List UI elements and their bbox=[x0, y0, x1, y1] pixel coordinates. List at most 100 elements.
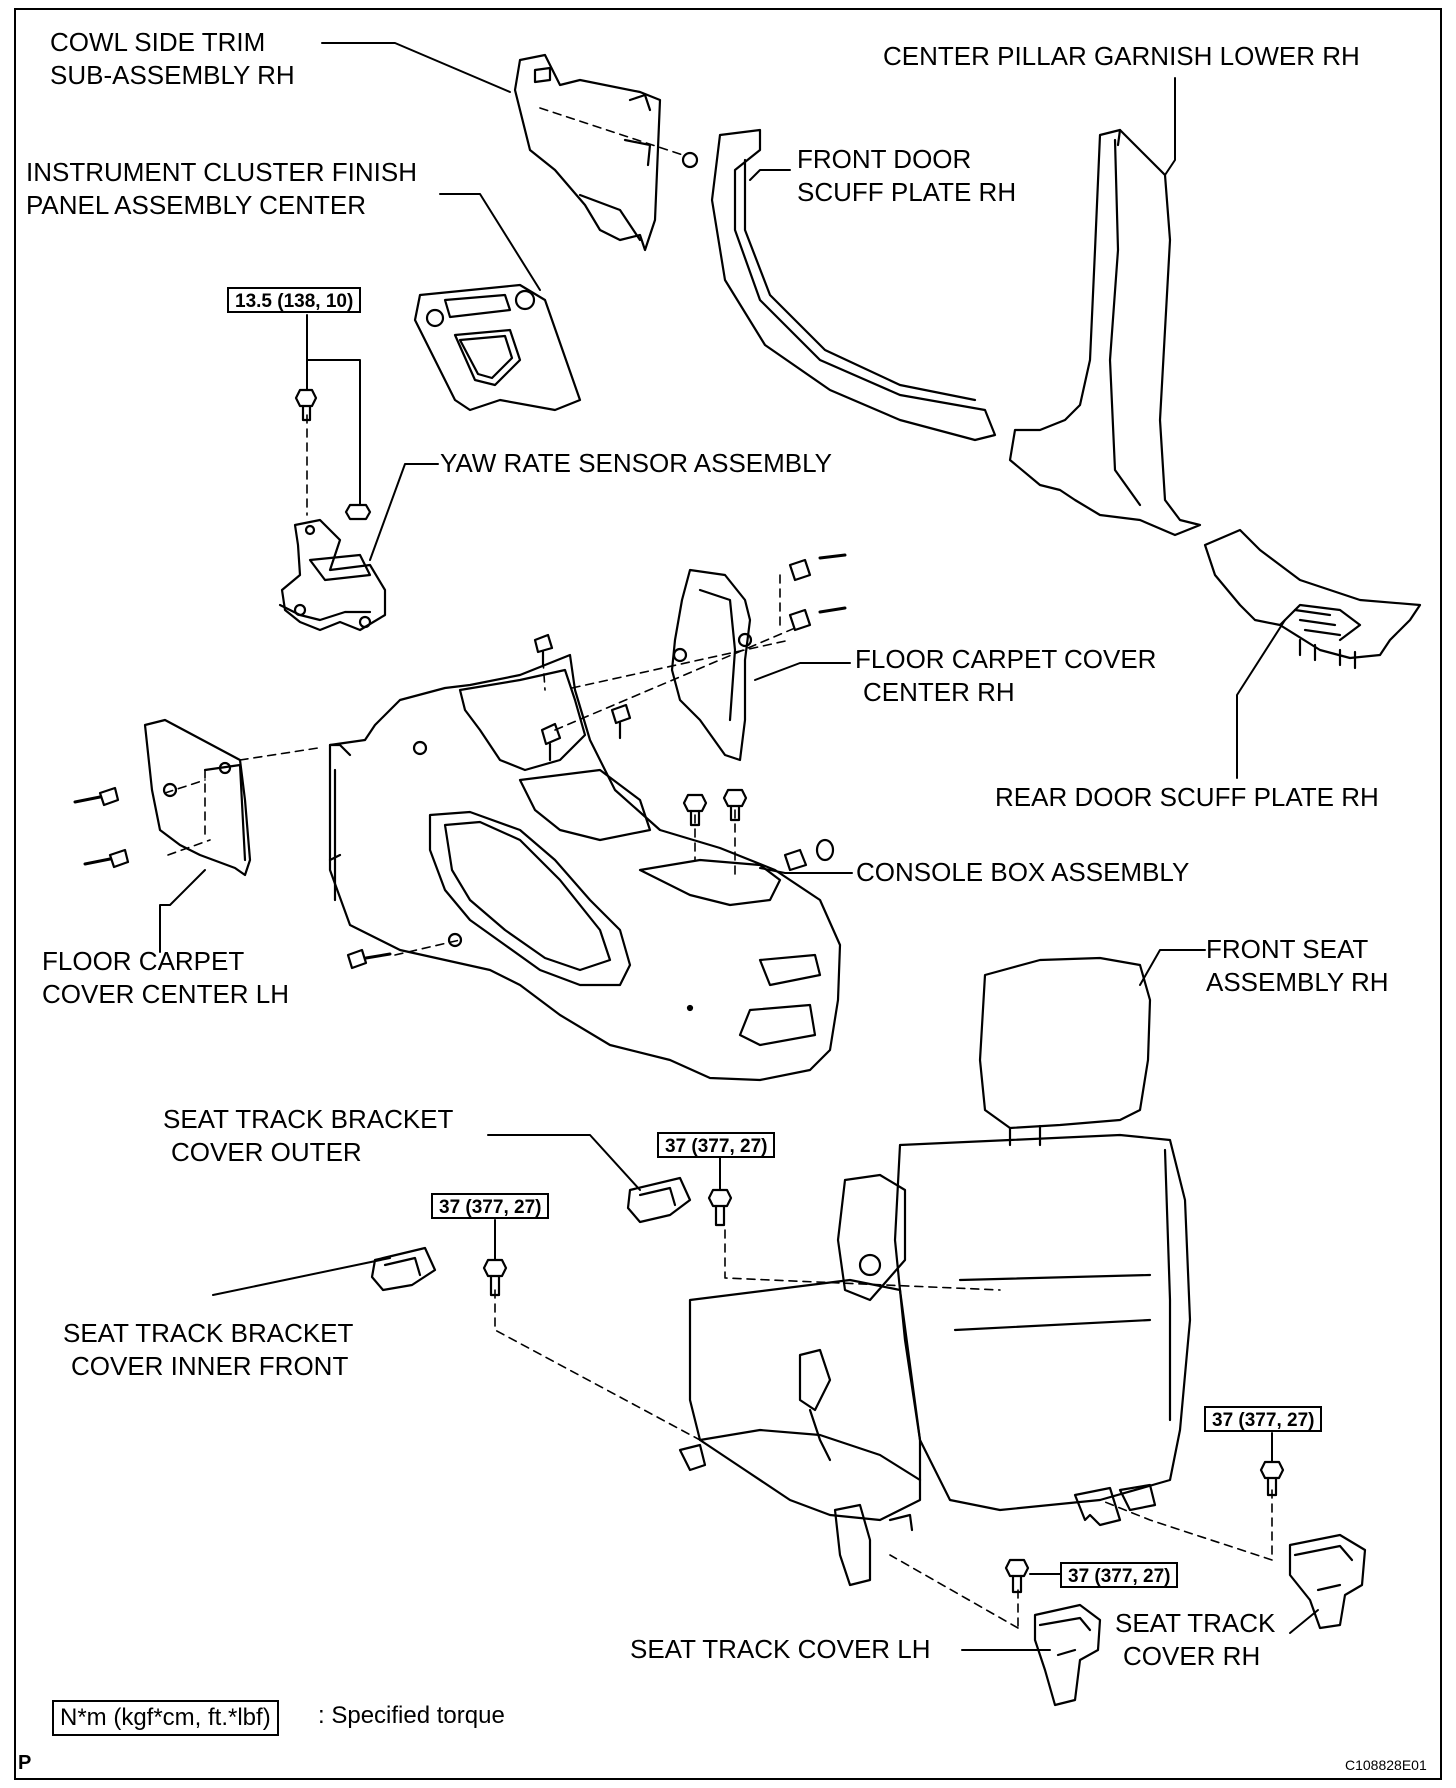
dash-cover-lh-clip2 bbox=[167, 839, 211, 856]
instrument-cluster-panel-part bbox=[413, 283, 582, 412]
label-line: PANEL ASSEMBLY CENTER bbox=[26, 190, 367, 220]
console-clip bbox=[783, 848, 808, 872]
torque-yaw-rate-sensor: 13.5 (138, 10) bbox=[227, 287, 362, 313]
label-line: FRONT SEAT bbox=[1206, 934, 1369, 964]
torque-legend-text: : Specified torque bbox=[318, 1702, 505, 1729]
console-bolt-2 bbox=[722, 788, 748, 808]
seat-front-bolt bbox=[1004, 1558, 1030, 1578]
yaw-bolt-head bbox=[294, 388, 318, 408]
label-line: COVER OUTER bbox=[171, 1137, 362, 1167]
label-cowl-side-trim: COWL SIDE TRIM SUB-ASSEMBLY RH bbox=[50, 26, 295, 92]
label-line: SCUFF PLATE RH bbox=[797, 177, 1017, 207]
label-center-pillar-garnish: CENTER PILLAR GARNISH LOWER RH bbox=[883, 40, 1360, 73]
dash-cover-rh-top bbox=[571, 639, 791, 689]
label-console-box: CONSOLE BOX ASSEMBLY bbox=[856, 856, 1189, 889]
floor-carpet-cover-lh-part bbox=[73, 718, 392, 970]
leader-lines bbox=[159, 42, 1319, 1651]
label-line: SUB-ASSEMBLY RH bbox=[50, 60, 295, 90]
label-line: ASSEMBLY RH bbox=[1206, 967, 1389, 997]
rh-clip-2 bbox=[788, 608, 812, 632]
seat-track-cover-lh-part bbox=[1004, 1558, 1102, 1707]
seat-track-bracket-cover-outer-part bbox=[626, 1176, 733, 1227]
dash-seat-outer bbox=[724, 1229, 1001, 1291]
console-screw-1 bbox=[533, 633, 554, 654]
label-line: CENTER PILLAR GARNISH LOWER RH bbox=[883, 41, 1360, 71]
label-line: FRONT DOOR bbox=[797, 144, 972, 174]
seat-rear-bolt bbox=[1259, 1460, 1285, 1480]
lh-screw-3 bbox=[346, 948, 368, 970]
console-screw-2 bbox=[540, 722, 562, 746]
label-line: FLOOR CARPET COVER bbox=[855, 644, 1157, 674]
leader-console-box bbox=[759, 867, 853, 874]
dash-seat-rear bbox=[1099, 1489, 1273, 1561]
label-seat-track-cover-rh: SEAT TRACK COVER RH bbox=[1115, 1607, 1275, 1673]
cowl-clip bbox=[681, 151, 699, 169]
leader-bracket-outer bbox=[487, 1134, 641, 1191]
leader-torque-yaw-2 bbox=[306, 359, 361, 506]
yaw-nut bbox=[344, 503, 372, 521]
leader-front-door-scuff bbox=[749, 169, 791, 181]
rear-door-scuff-plate-part bbox=[1203, 528, 1422, 670]
label-seat-track-bracket-cover-inner: SEAT TRACK BRACKET COVER INNER FRONT bbox=[63, 1317, 353, 1383]
console-grommet bbox=[815, 838, 835, 862]
cowl-side-trim-part bbox=[513, 53, 699, 252]
leader-bracket-inner bbox=[212, 1257, 391, 1296]
dash-cover-lh-top bbox=[239, 747, 319, 761]
label-floor-carpet-cover-rh: FLOOR CARPET COVER CENTER RH bbox=[855, 643, 1156, 709]
label-line: REAR DOOR SCUFF PLATE RH bbox=[995, 782, 1379, 812]
label-line: COVER CENTER LH bbox=[42, 979, 290, 1009]
front-door-scuff-plate-part bbox=[710, 128, 997, 442]
leader-yaw-rate-sensor bbox=[369, 463, 439, 561]
corner-code-right: C108828E01 bbox=[1345, 1757, 1427, 1773]
front-seat-part bbox=[678, 956, 1192, 1587]
torque-legend-box: N*m (kgf*cm, ft.*lbf) bbox=[52, 1700, 279, 1736]
console-bolt-1 bbox=[682, 793, 708, 813]
leader-center-pillar bbox=[1164, 77, 1176, 176]
lh-screw-2 bbox=[108, 848, 130, 869]
alignment-lines bbox=[164, 107, 1273, 1629]
torque-bracket-inner: 37 (377, 27) bbox=[431, 1193, 550, 1219]
leader-seat-track-cover-rh bbox=[1289, 1609, 1319, 1634]
leader-rear-door-scuff bbox=[1236, 619, 1286, 779]
dash-cowl-clip bbox=[539, 107, 684, 156]
label-line: SEAT TRACK BRACKET bbox=[163, 1104, 454, 1134]
label-floor-carpet-cover-lh: FLOOR CARPET COVER CENTER LH bbox=[42, 945, 289, 1011]
yaw-rate-sensor-part bbox=[278, 388, 387, 632]
label-line: COVER INNER FRONT bbox=[71, 1351, 349, 1381]
leader-floor-carpet-rh bbox=[754, 662, 851, 681]
label-line: COVER RH bbox=[1123, 1641, 1261, 1671]
label-yaw-rate-sensor: YAW RATE SENSOR ASSEMBLY bbox=[440, 447, 832, 480]
torque-seat-rear: 37 (377, 27) bbox=[1204, 1406, 1323, 1432]
console-screw-3 bbox=[610, 703, 632, 725]
corner-code-left: P bbox=[18, 1752, 32, 1774]
center-pillar-garnish-part bbox=[1008, 128, 1202, 537]
torque-bracket-outer: 37 (377, 27) bbox=[657, 1132, 776, 1158]
dash-seat-front-2 bbox=[889, 1554, 1019, 1629]
label-seat-track-bracket-cover-outer: SEAT TRACK BRACKET COVER OUTER bbox=[163, 1103, 453, 1169]
label-line: SEAT TRACK BRACKET bbox=[63, 1318, 354, 1348]
inner-bolt bbox=[482, 1258, 508, 1278]
console-box-part bbox=[328, 633, 842, 1082]
torque-seat-front: 37 (377, 27) bbox=[1060, 1562, 1179, 1588]
leader-floor-carpet-lh bbox=[159, 869, 206, 953]
leader-front-seat bbox=[1139, 949, 1206, 986]
dash-seat-inner bbox=[494, 1289, 701, 1441]
label-line: CENTER RH bbox=[863, 677, 1015, 707]
floor-carpet-cover-rh-part bbox=[670, 553, 847, 762]
label-line: SEAT TRACK bbox=[1115, 1608, 1276, 1638]
leader-cowl-side-trim bbox=[321, 42, 511, 93]
label-rear-door-scuff-plate: REAR DOOR SCUFF PLATE RH bbox=[995, 781, 1379, 814]
outer-bolt bbox=[707, 1188, 733, 1208]
label-instrument-cluster-finish-panel: INSTRUMENT CLUSTER FINISH PANEL ASSEMBLY… bbox=[26, 156, 417, 222]
seat-track-cover-rh-part bbox=[1259, 1460, 1367, 1630]
label-line: COWL SIDE TRIM bbox=[50, 27, 266, 57]
rh-clip-1 bbox=[788, 558, 812, 582]
leader-instrument-cluster bbox=[439, 193, 541, 291]
label-line: FLOOR CARPET bbox=[42, 946, 245, 976]
seat-track-bracket-cover-inner-part bbox=[370, 1246, 508, 1297]
label-line: CONSOLE BOX ASSEMBLY bbox=[856, 857, 1190, 887]
label-line: SEAT TRACK COVER LH bbox=[630, 1634, 931, 1664]
label-seat-track-cover-lh: SEAT TRACK COVER LH bbox=[630, 1633, 931, 1666]
lh-screw-1 bbox=[98, 786, 120, 807]
